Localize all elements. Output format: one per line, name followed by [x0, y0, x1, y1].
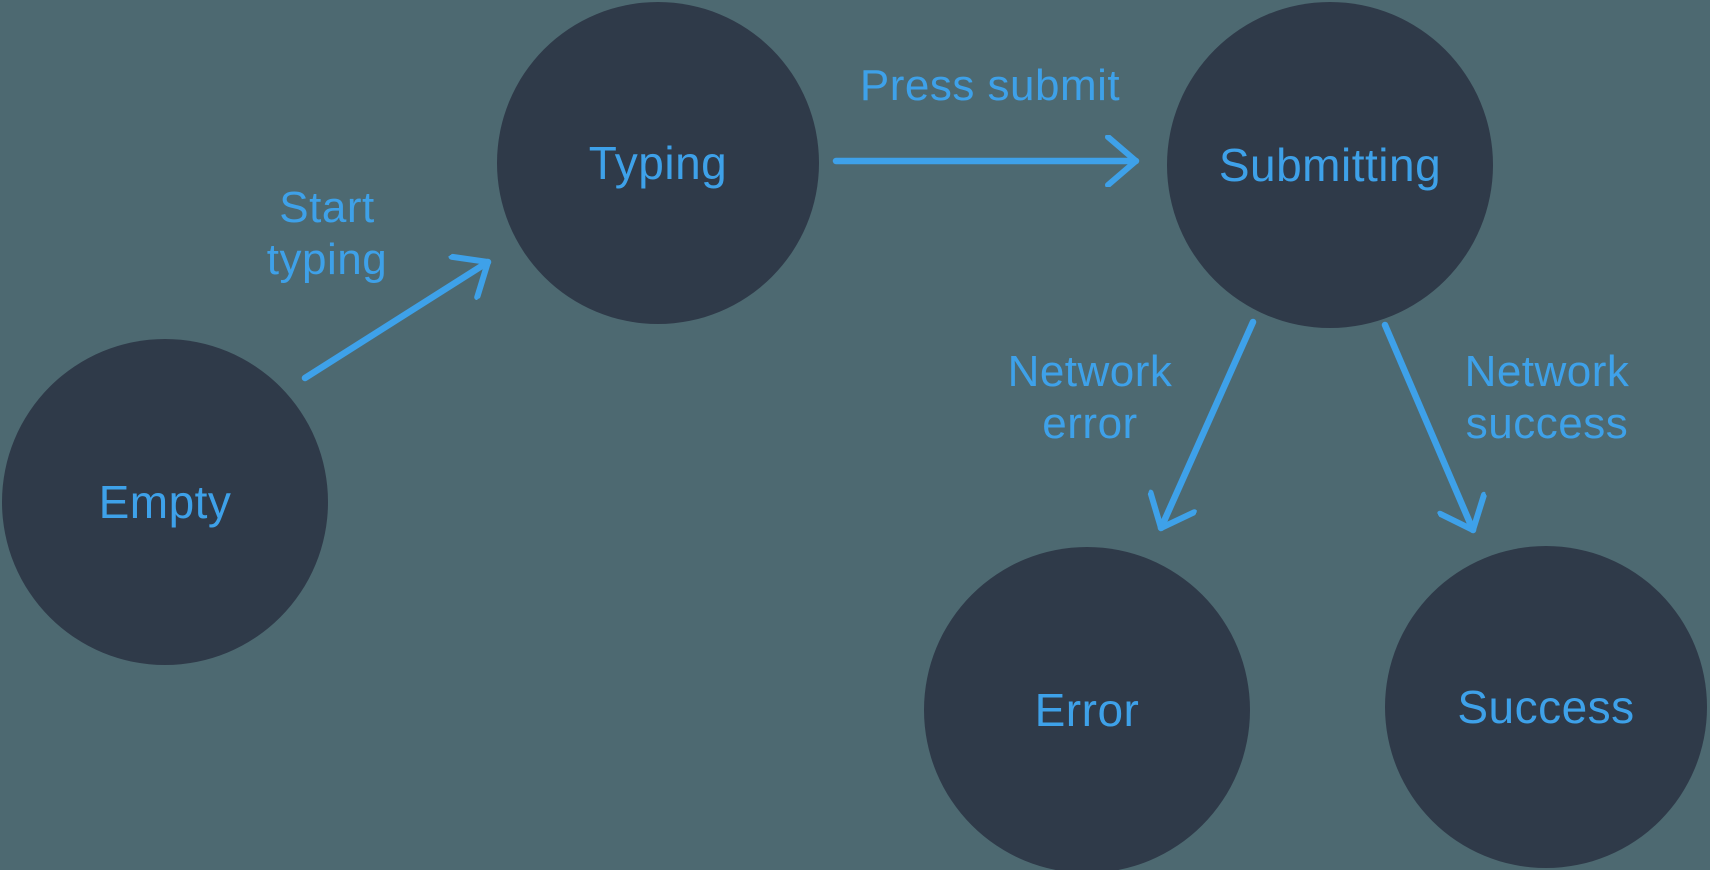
state-label-submitting: Submitting: [1218, 139, 1442, 191]
state-node-empty: Empty: [2, 339, 328, 665]
state-label-typing: Typing: [588, 137, 728, 189]
state-node-typing: Typing: [497, 2, 819, 324]
transition-label-press-submit: Press submit: [859, 61, 1121, 111]
state-node-error: Error: [924, 547, 1250, 870]
transition-label-start-typing: Start typing: [266, 183, 388, 284]
arrow-network-error: [1161, 318, 1257, 532]
state-node-submitting: Submitting: [1167, 2, 1493, 328]
state-label-success: Success: [1457, 681, 1635, 733]
arrow-network-success: [1381, 321, 1473, 534]
state-label-empty: Empty: [98, 476, 232, 528]
state-node-success: Success: [1385, 546, 1707, 868]
transition-label-network-success: Network success: [1464, 347, 1630, 448]
transition-label-network-error: Network error: [1007, 347, 1173, 448]
state-label-error: Error: [1034, 684, 1140, 736]
